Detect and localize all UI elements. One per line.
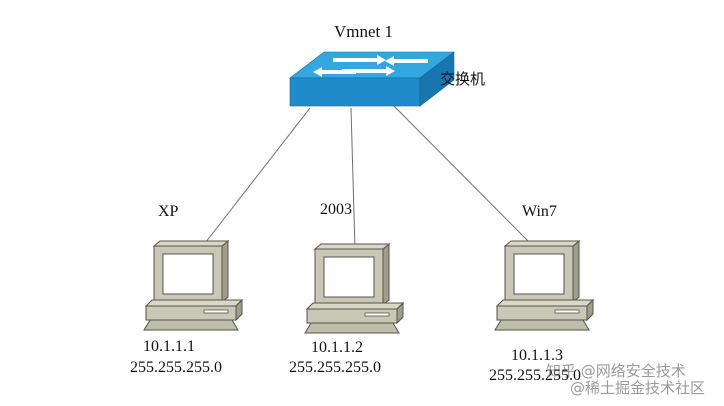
- monitor-side: [221, 239, 229, 304]
- switch-label: 交换机: [440, 70, 486, 88]
- link-2003: [350, 107, 356, 251]
- keyboard: [494, 319, 590, 331]
- drive-slot: [364, 312, 390, 317]
- subnet-mask-2003: 255.255.255.0: [289, 359, 381, 376]
- base-side: [235, 298, 243, 322]
- base-top: [305, 302, 405, 310]
- monitor-side: [382, 242, 390, 307]
- host-name-2003: 2003: [320, 201, 352, 218]
- drive-slot: [203, 309, 229, 314]
- monitor-screen: [323, 256, 375, 298]
- monitor-top: [313, 243, 391, 250]
- switch-title: Vmnet 1: [334, 22, 394, 41]
- monitor-top: [152, 240, 230, 247]
- monitor-side: [572, 239, 580, 304]
- watermark-line2: @稀土掘金技术社区: [570, 379, 706, 397]
- base-top: [144, 299, 244, 307]
- link-win7: [391, 103, 535, 248]
- link-xp: [201, 107, 311, 248]
- monitor-top: [503, 240, 581, 247]
- computer-win7: [494, 239, 595, 331]
- ip-address-xp: 10.1.1.1: [143, 338, 195, 355]
- keyboard: [304, 322, 400, 334]
- subnet-mask-win7: 255.255.255.0: [489, 367, 581, 384]
- watermark-line1: 知乎 @网络安全技术: [546, 362, 686, 380]
- computer-2003: [304, 242, 405, 334]
- base-side: [586, 298, 594, 322]
- network-switch-icon: [289, 51, 455, 107]
- keyboard: [143, 319, 239, 331]
- host-name-win7: Win7: [522, 203, 557, 220]
- monitor-screen: [513, 253, 565, 295]
- host-name-xp: XP: [158, 203, 179, 220]
- drive-slot: [554, 309, 580, 314]
- base-top: [495, 299, 595, 307]
- ip-address-2003: 10.1.1.2: [311, 339, 363, 356]
- ip-address-win7: 10.1.1.3: [511, 347, 563, 364]
- computer-xp: [143, 239, 244, 331]
- subnet-mask-xp: 255.255.255.0: [130, 359, 222, 376]
- monitor-screen: [162, 253, 214, 295]
- base-side: [396, 301, 404, 325]
